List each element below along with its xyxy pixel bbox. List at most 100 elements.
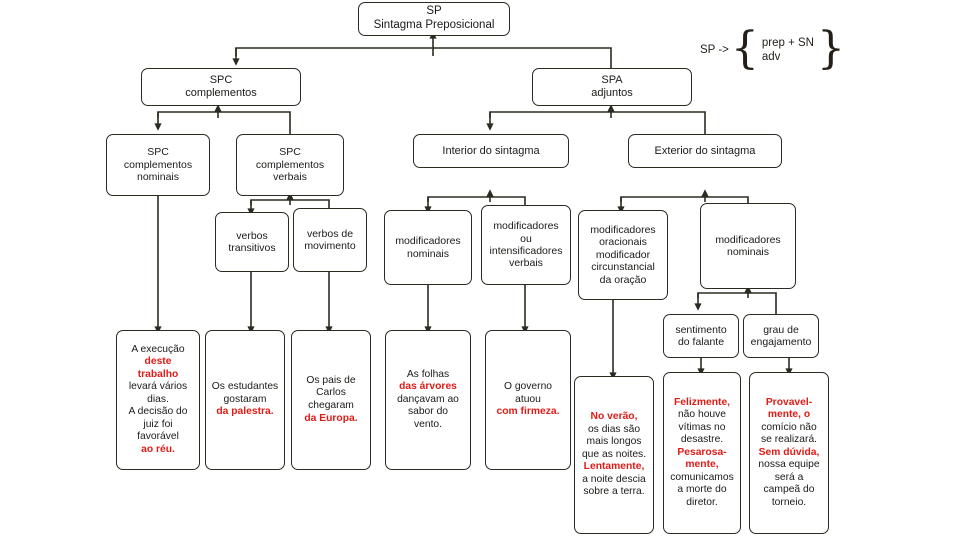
formula-line-1: prep + SN: [761, 36, 814, 49]
example-segment: Lentamente,: [583, 461, 645, 473]
node-engajamento-line2: engajamento: [750, 336, 812, 348]
example-segment: Felizmente,: [673, 396, 731, 408]
example-segment: A execução: [131, 343, 185, 355]
node-spcnom-line2: complementos: [123, 158, 193, 171]
node-spc[interactable]: SPC complementos: [141, 68, 301, 106]
example-segment: favorável: [137, 431, 179, 443]
node-modificadores-nominais-exterior[interactable]: modificadores nominais: [700, 203, 796, 289]
example-segment: se realizará.: [760, 434, 818, 446]
node-sentimento-line1: sentimento: [675, 323, 727, 336]
example-segment: vítimas no: [678, 421, 726, 433]
node-grau-de-engajamento[interactable]: grau de engajamento: [743, 314, 819, 358]
node-interior-do-sintagma[interactable]: Interior do sintagma: [413, 134, 569, 168]
wire-spa-bar: [489, 111, 706, 134]
example-segment: sabor do: [407, 406, 449, 418]
wire-spc-bar: [157, 111, 291, 134]
node-verbosmov-line2: movimento: [304, 240, 356, 252]
example-segment: não houve: [677, 409, 727, 421]
node-sentimento-do-falante[interactable]: sentimento do falante: [663, 314, 739, 358]
node-spc-complementos-nominais[interactable]: SPC complementos nominais: [106, 134, 210, 196]
example-segment: a morte do: [677, 484, 727, 496]
node-modnome-line2: nominais: [726, 246, 770, 258]
example-segment: com firmeza.: [496, 406, 560, 418]
node-modificadores-ou-intensificadores-verbais[interactable]: modificadores ou intensificadores verbai…: [481, 205, 571, 285]
node-spa[interactable]: SPA adjuntos: [532, 68, 692, 106]
example-segment: nossa equipe: [758, 459, 820, 471]
formula-box: SP -> { prep + SN adv }: [700, 23, 845, 74]
example-segment: vento.: [413, 418, 443, 430]
node-verbosmov-line1: verbos de: [306, 227, 354, 240]
node-modnomi-line1: modificadores: [395, 235, 461, 248]
formula-label: SP ->: [700, 44, 729, 56]
example-segment: chegaram: [308, 400, 354, 411]
node-verbos-transitivos[interactable]: verbos transitivos: [215, 212, 289, 272]
example-segment: sobre a terra.: [583, 486, 645, 498]
example-segment: comunicamos: [670, 471, 734, 483]
example-segment: No verão,: [590, 411, 638, 423]
example-segment: ao réu.: [141, 443, 175, 455]
example-segment: Os pais de: [306, 374, 356, 386]
node-modorac-line3: modificador: [595, 248, 651, 261]
example-segment: trabalho: [137, 368, 179, 380]
node-spcverb-line3: verbais: [273, 171, 307, 184]
example-segment: A decisão do: [128, 406, 188, 418]
node-verbostrans-line1: verbos: [236, 229, 268, 242]
example-segment: a noite descia: [582, 473, 646, 485]
node-spcverb-line1: SPC: [279, 146, 301, 159]
node-modificadores-oracionais[interactable]: modificadores oracionais modificador cir…: [578, 210, 668, 300]
node-modificadores-nominais-interior[interactable]: modificadores nominais: [384, 210, 472, 285]
example-segment: os dias são: [587, 423, 641, 435]
node-modintens-line3: intensificadores: [489, 245, 563, 257]
node-engajamento-line1: grau de: [763, 323, 799, 336]
node-modorac-line2: oracionais: [599, 236, 647, 249]
node-sp[interactable]: SP Sintagma Preposicional: [358, 2, 510, 36]
node-exterior-do-sintagma[interactable]: Exterior do sintagma: [628, 134, 782, 168]
node-spcverb-line2: complementos: [255, 158, 325, 171]
node-spa-line2: adjuntos: [591, 87, 633, 99]
formula-line-2: adv: [761, 51, 781, 63]
example-segment: da palestra.: [216, 406, 274, 418]
node-sentimento-line2: do falante: [677, 336, 725, 348]
example-segment: Carlos: [316, 387, 346, 399]
example-segment: das árvores: [399, 381, 457, 393]
example-segment: campeã do: [763, 484, 815, 496]
node-verbos-de-movimento[interactable]: verbos de movimento: [293, 208, 367, 272]
node-modintens-line1: modificadores: [493, 220, 559, 233]
node-sp-line2: Sintagma Preposicional: [373, 19, 495, 31]
node-modorac-line5: da oração: [599, 273, 647, 286]
example-segment: Sem dúvida,: [758, 446, 820, 458]
node-modnome-line1: modificadores: [715, 233, 781, 246]
example-segment: dançavam ao: [397, 393, 459, 405]
example-segment: torneio.: [771, 496, 807, 508]
node-spc-line2: complementos: [185, 87, 257, 99]
wire-sp-bar: [235, 47, 612, 68]
node-spc-line1: SPC: [209, 74, 233, 87]
example-segment: Provavel-: [765, 396, 813, 408]
example-segment: que as noites.: [581, 448, 647, 460]
example-segment: As folhas: [406, 368, 450, 380]
example-segment: comício não: [761, 421, 817, 433]
node-spc-complementos-verbais[interactable]: SPC complementos verbais: [236, 134, 344, 196]
example-segment: será a: [774, 471, 804, 483]
example-segment: deste: [144, 356, 172, 368]
node-interior-label: Interior do sintagma: [442, 144, 540, 157]
node-spcnom-line1: SPC: [147, 146, 169, 159]
node-modnomi-line2: nominais: [406, 247, 450, 260]
node-modintens-line4: verbais: [509, 257, 543, 270]
example-segment: juiz foi: [143, 418, 173, 430]
example-segment: dias.: [147, 393, 169, 405]
